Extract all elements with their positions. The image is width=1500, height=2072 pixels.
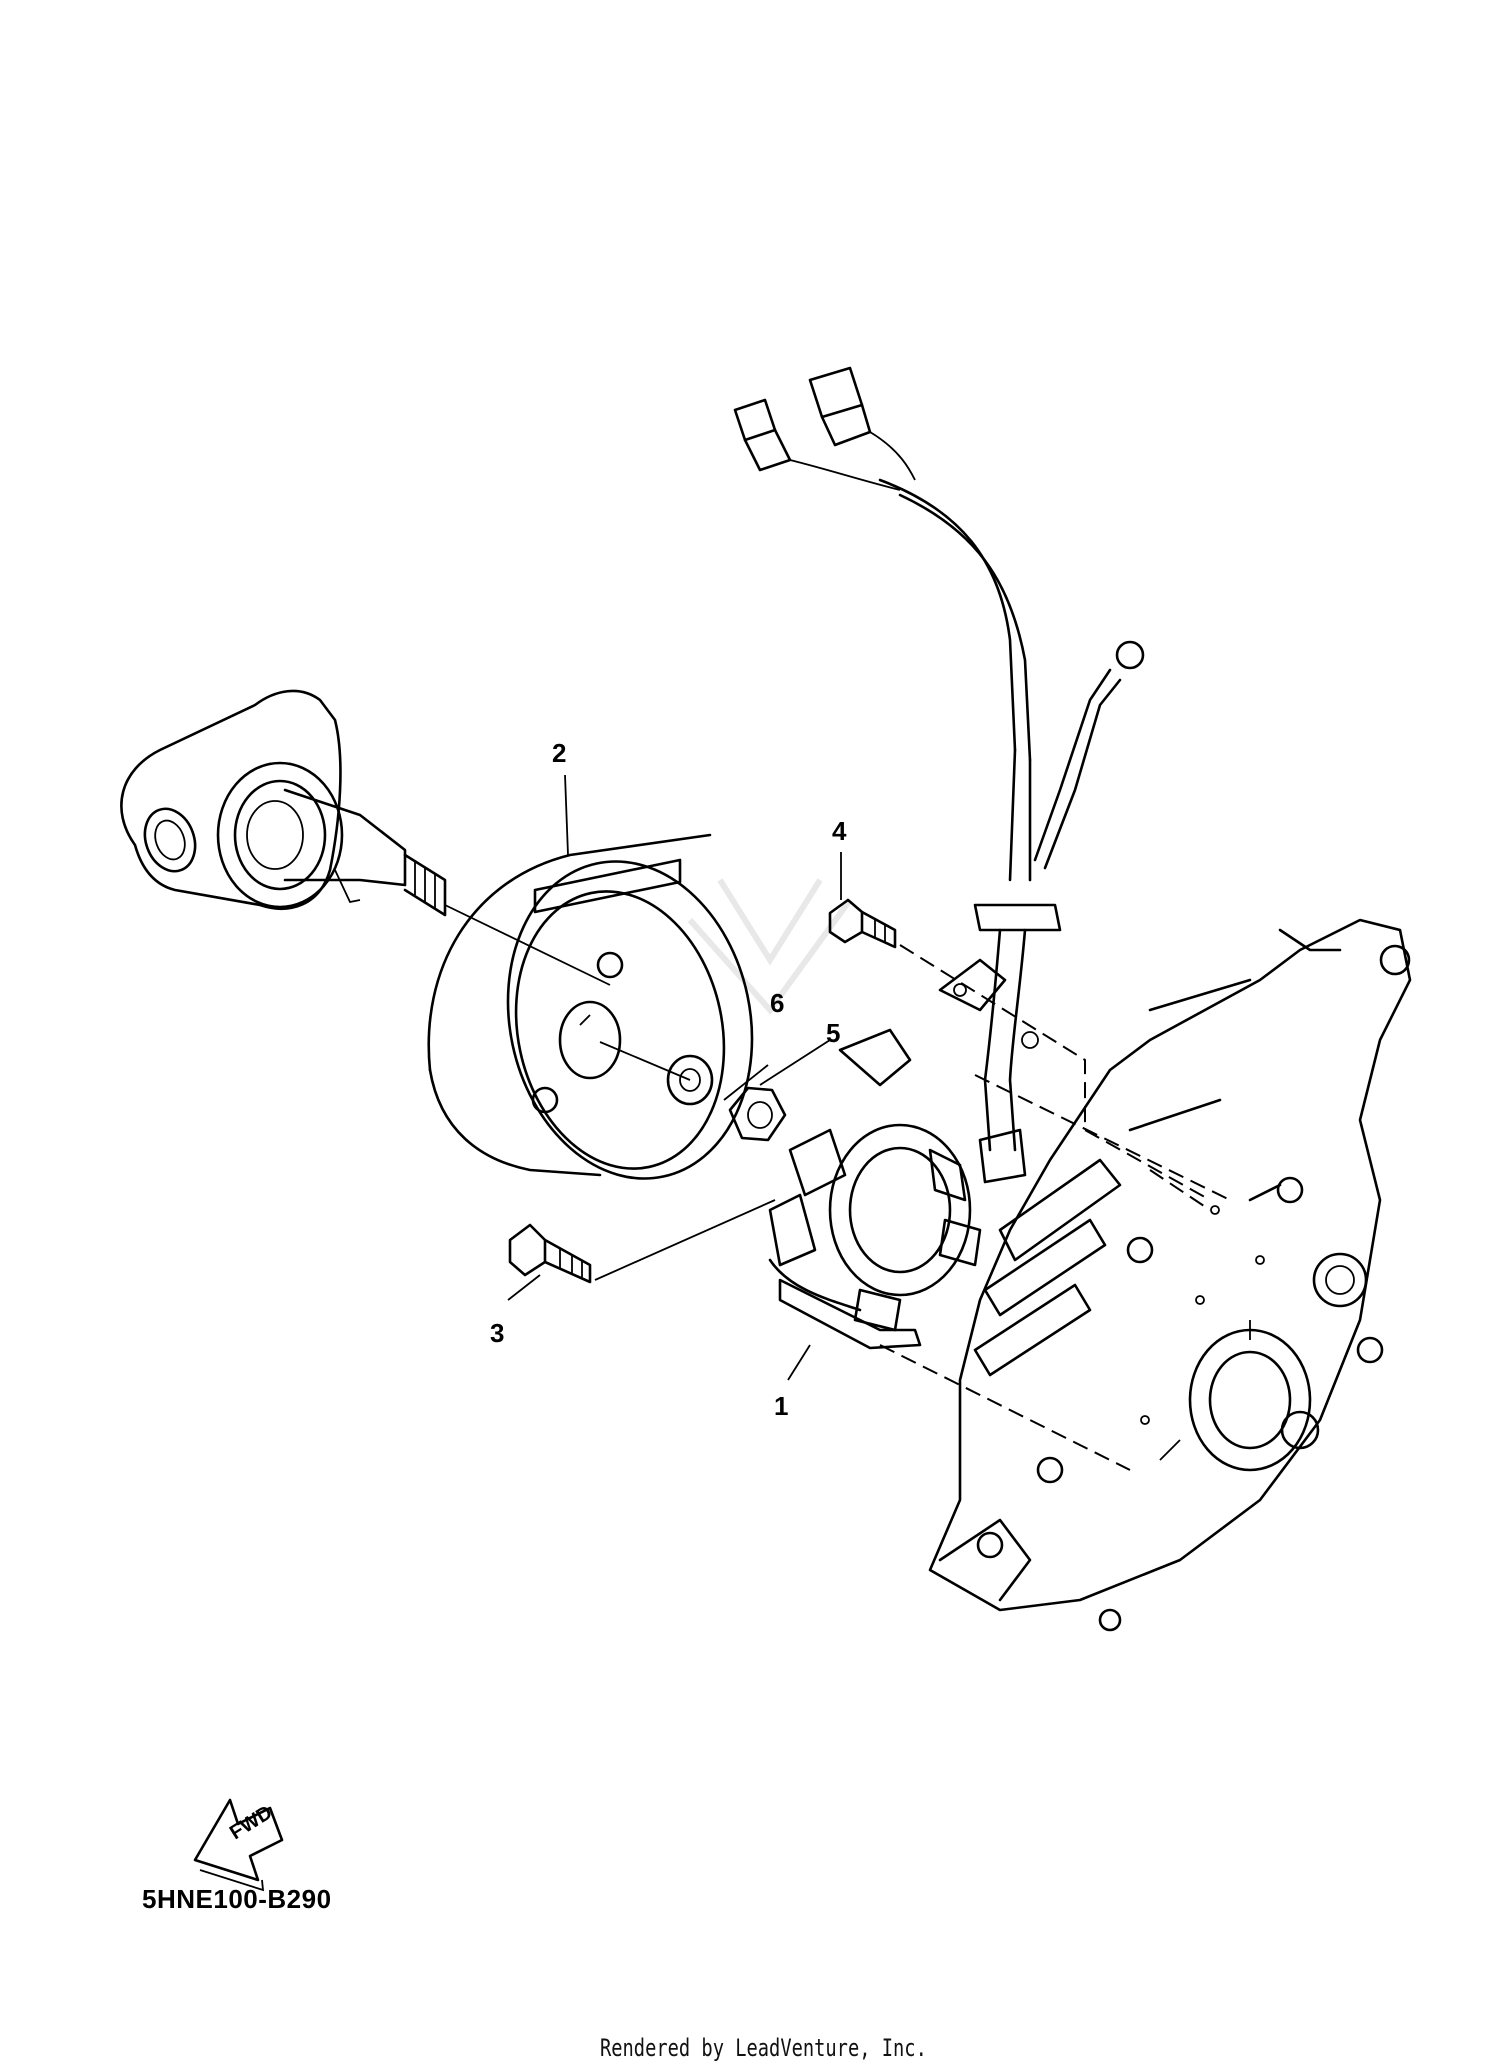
callout-6: 6 [770, 988, 785, 1018]
wire-harness [733, 366, 1145, 1184]
nut [728, 1086, 787, 1142]
callout-1: 1 [774, 1391, 789, 1421]
flywheel-rotor [427, 833, 754, 1180]
bolt-3 [508, 1223, 592, 1284]
callout-3: 3 [490, 1318, 505, 1348]
callout-2: 2 [552, 738, 567, 768]
diagram-code: 5HNE100-B290 [142, 1884, 332, 1914]
crankcase-cover [928, 918, 1412, 1632]
washer [666, 1054, 714, 1106]
stator-assembly [768, 1028, 982, 1350]
fwd-arrow-icon: FWD [193, 1798, 284, 1892]
crankshaft [120, 689, 447, 917]
callout-5: 5 [826, 1018, 841, 1048]
callout-4: 4 [832, 816, 847, 846]
bolt-4 [828, 898, 897, 949]
watermark [687, 878, 853, 1015]
render-credit: Rendered by LeadVenture, Inc. [600, 2034, 927, 2062]
